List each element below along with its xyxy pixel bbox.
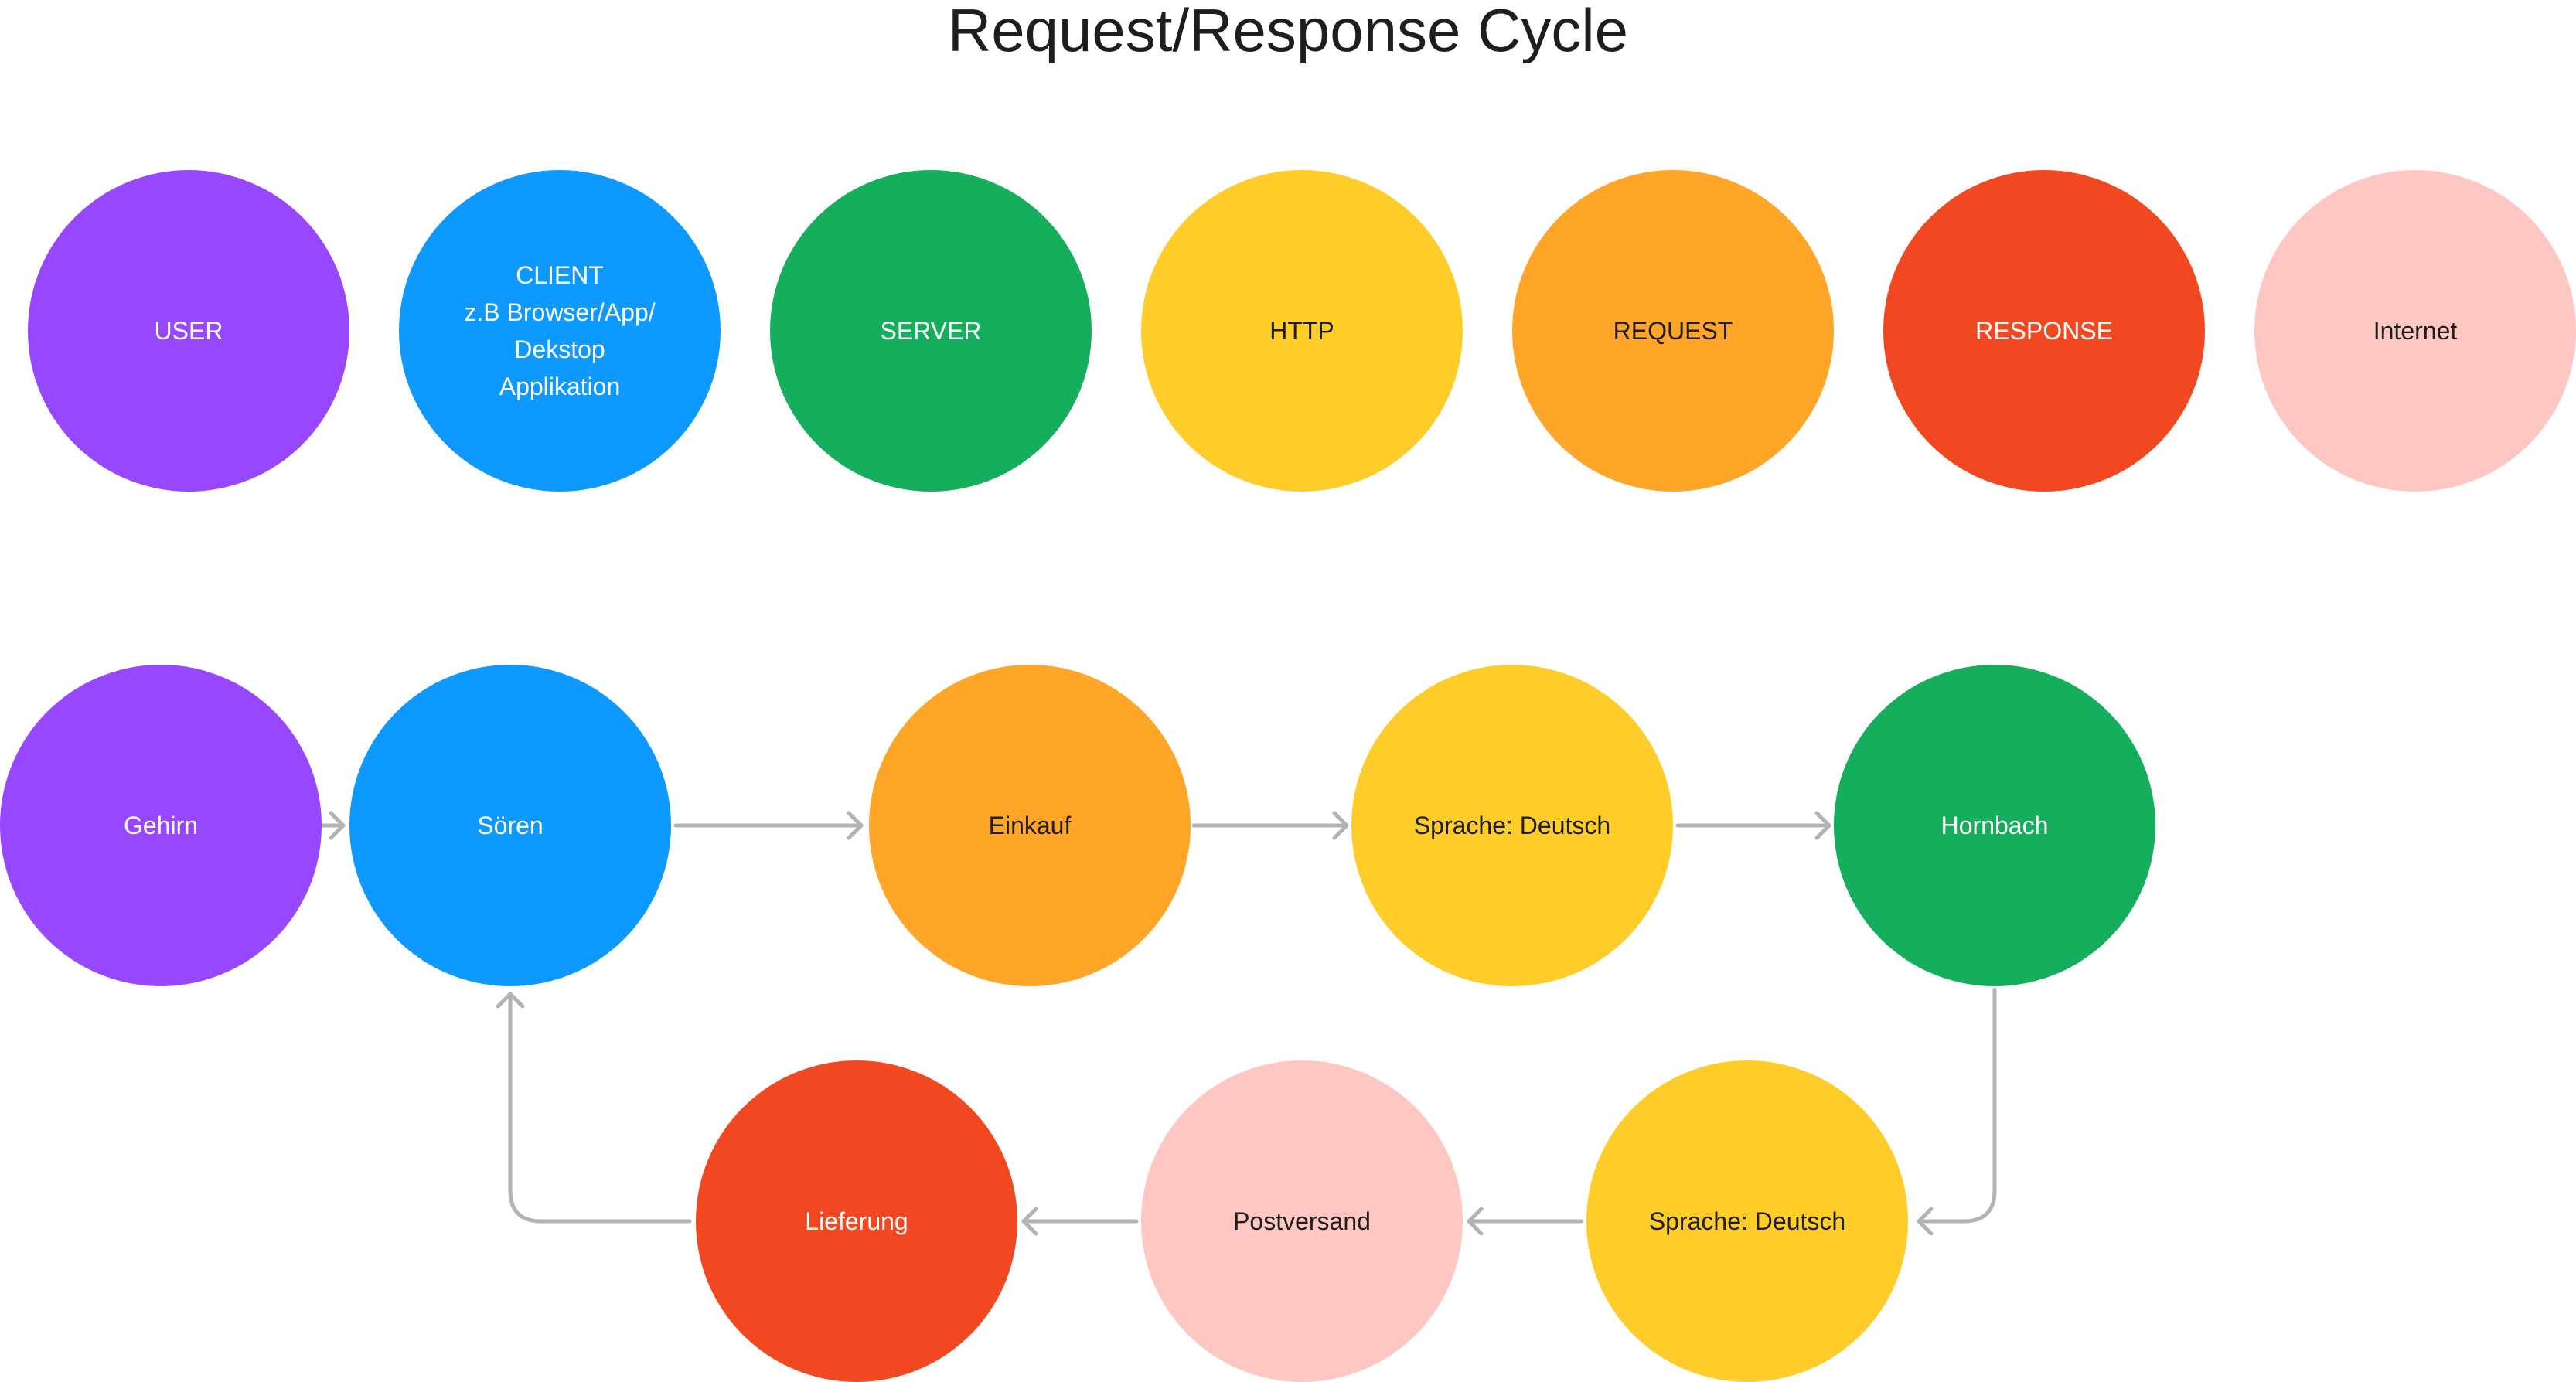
- legend-internet-node: Internet: [2254, 170, 2576, 492]
- flow-label-hornbach: Hornbach: [1941, 812, 2049, 839]
- legend-response-label: RESPONSE: [1975, 317, 2113, 345]
- flow-label-sprache-request: Sprache: Deutsch: [1413, 812, 1611, 839]
- legend-client-label-line: Applikation: [499, 373, 621, 400]
- flow-node-postversand: Postversand: [1141, 1060, 1463, 1382]
- flow-label-einkauf: Einkauf: [988, 812, 1072, 839]
- legend-user-node: USER: [28, 170, 349, 492]
- legend-client-label-line: Dekstop: [514, 335, 605, 363]
- legend-request-node: REQUEST: [1512, 170, 1834, 492]
- legend-http-label: HTTP: [1269, 317, 1334, 345]
- arrow-lieferung-soeren: [496, 992, 692, 1224]
- arrow-sprache-hornbach: [1675, 811, 1831, 840]
- flow-node-soeren: Sören: [349, 665, 671, 986]
- flow-label-postversand: Postversand: [1233, 1207, 1371, 1235]
- arrow-einkauf-sprache: [1191, 811, 1349, 840]
- flow-node-sprache-response: Sprache: Deutsch: [1586, 1060, 1908, 1382]
- legend-server-node: SERVER: [770, 170, 1092, 492]
- legend-internet-label: Internet: [2373, 317, 2458, 345]
- arrow-soeren-einkauf: [673, 811, 864, 840]
- flow-node-lieferung: Lieferung: [696, 1060, 1017, 1382]
- flow-label-soeren: Sören: [477, 812, 543, 839]
- legend-request-label: REQUEST: [1613, 317, 1733, 345]
- flow-node-gehirn: Gehirn: [0, 665, 322, 986]
- flow-node-sprache-request: Sprache: Deutsch: [1351, 665, 1673, 986]
- flow-node-einkauf: Einkauf: [869, 665, 1191, 986]
- legend-server-label: SERVER: [880, 317, 982, 345]
- diagram-title: Request/Response Cycle: [947, 0, 1629, 64]
- legend-user-label: USER: [154, 317, 223, 345]
- flow-label-gehirn: Gehirn: [123, 812, 199, 839]
- legend-http-node: HTTP: [1141, 170, 1463, 492]
- arrow-hornbach-sprache: [1917, 987, 1997, 1236]
- legend-client-label-line: z.B Browser/App/: [464, 298, 656, 326]
- arrow-postversand-lieferung: [1021, 1207, 1139, 1236]
- arrow-gehirn-soeren: [319, 811, 346, 840]
- legend-client-label-line: CLIENT: [516, 261, 604, 289]
- legend-response-node: RESPONSE: [1883, 170, 2205, 492]
- arrow-sprache-postversand: [1467, 1207, 1584, 1236]
- flow-node-hornbach: Hornbach: [1834, 665, 2155, 986]
- flow-label-lieferung: Lieferung: [805, 1207, 908, 1235]
- flow-label-sprache-response: Sprache: Deutsch: [1648, 1207, 1846, 1235]
